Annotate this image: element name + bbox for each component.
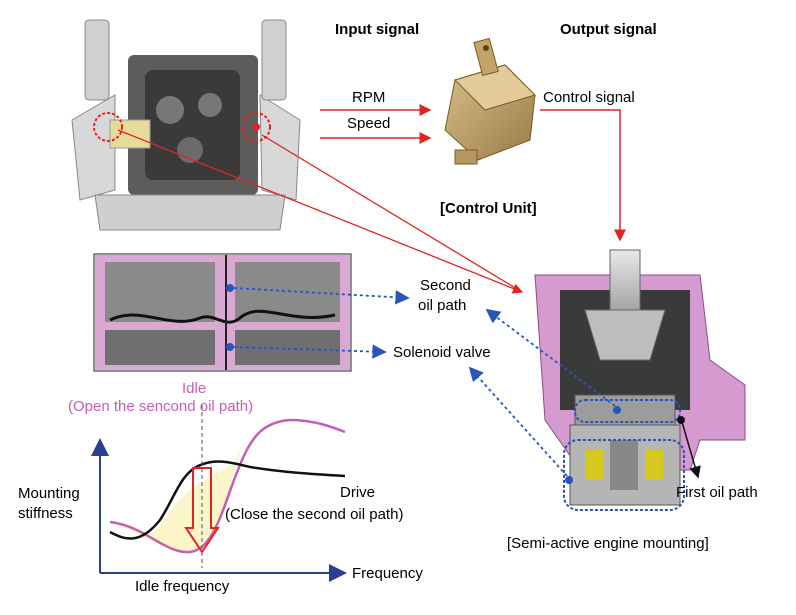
y-axis-label-line2: stiffness [18,505,73,522]
control-signal-label: Control signal [543,89,635,106]
second-oil-path-pointer [233,287,410,305]
stiffness-drop-arrow [184,467,220,554]
mount-second-oil-path-pointer [485,308,616,407]
control-unit-box-icon [444,37,536,165]
engine-subframe-illustration [71,19,301,231]
idle-curve-title: Idle [182,380,206,397]
idle-curve [109,418,346,554]
semi-active-engine-mount-illustration [534,249,746,511]
drive-curve-subtitle: (Close the second oil path) [225,506,403,523]
x-axis-label: Frequency [352,565,423,582]
right-mount-highlight [241,112,271,142]
solenoid-valve-pointer [233,344,387,359]
control-signal-arrow [540,109,626,242]
second-oil-path-label-line2: oil path [418,297,466,314]
input-signal-header: Input signal [335,21,419,38]
y-axis-label-line1: Mounting [18,485,80,502]
speed-label: Speed [347,115,390,132]
control-unit-caption: [Control Unit] [440,200,537,217]
rpm-label: RPM [352,89,385,106]
mount-solenoid-pointer [468,366,568,477]
solenoid-valve-label: Solenoid valve [393,344,491,361]
second-oil-path-label-line1: Second [420,277,471,294]
left-mount-leader [117,129,524,294]
drive-curve [109,460,346,540]
mount-caption: [Semi-active engine mounting] [507,535,709,552]
idle-curve-subtitle: (Open the sencond oil path) [68,398,253,415]
output-signal-header: Output signal [560,21,657,38]
idle-frequency-label: Idle frequency [135,578,230,595]
left-mount-highlight [93,112,123,142]
drive-curve-title: Drive [340,484,375,501]
right-mount-leader [261,134,523,293]
oil-path-cross-section [93,253,352,372]
first-oil-path-pointer [681,421,701,479]
stiffness-frequency-graph: Idle (Open the sencond oil path) Mountin… [18,380,423,595]
first-oil-path-label: First oil path [676,484,758,501]
